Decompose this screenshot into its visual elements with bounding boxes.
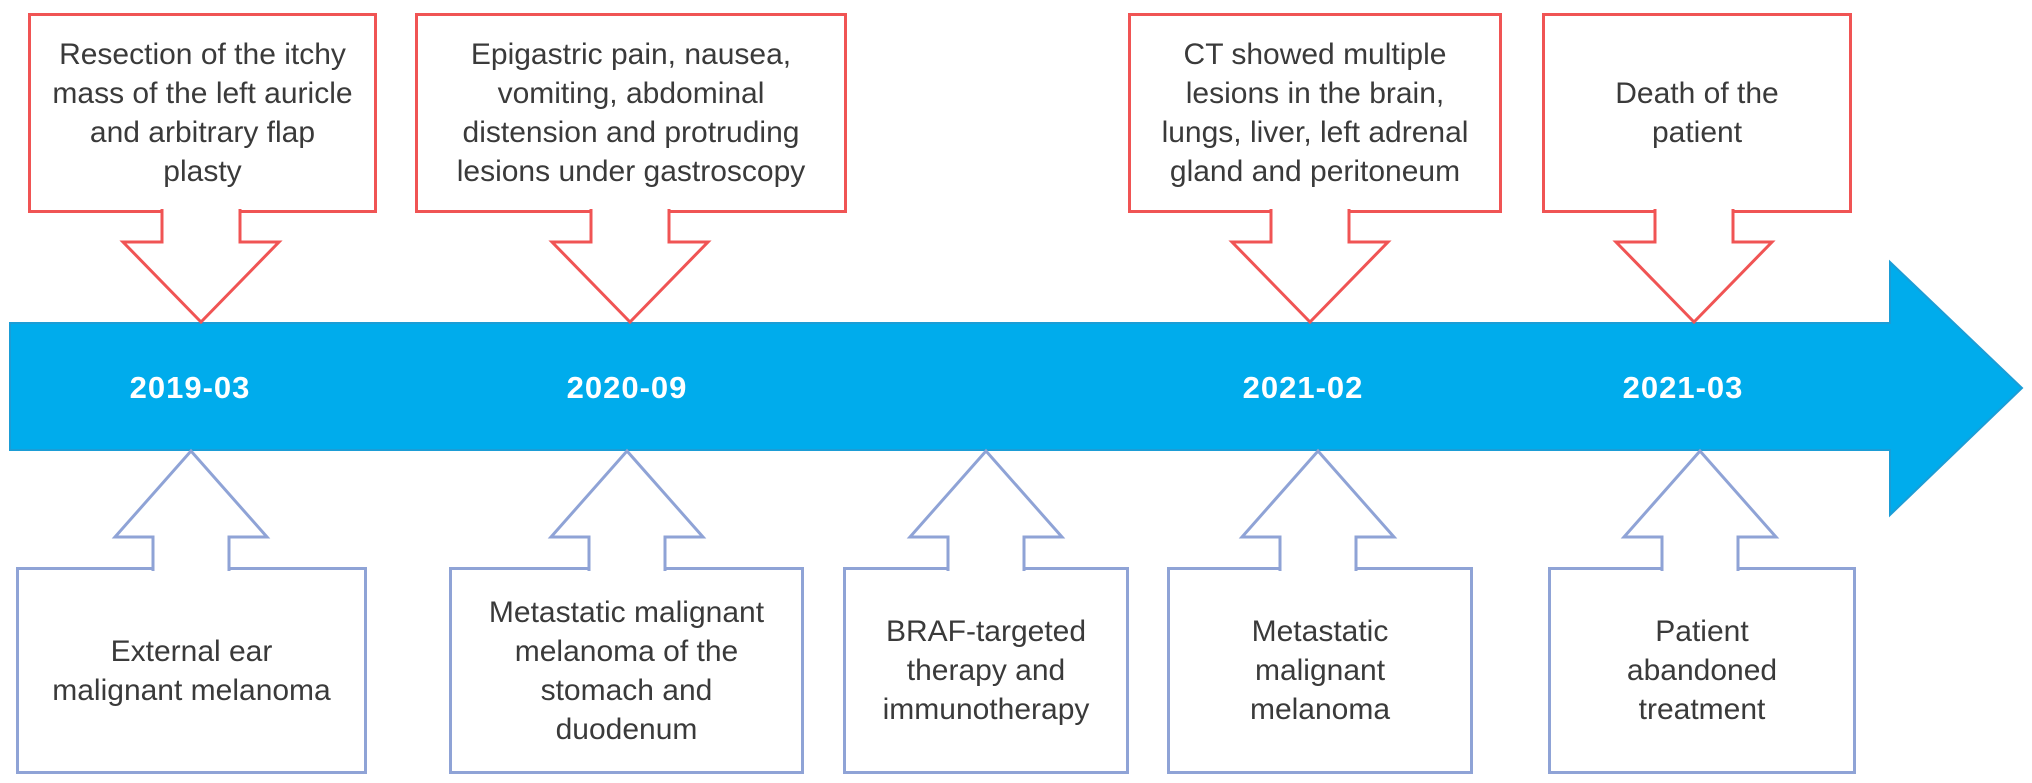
up-arrow-4 xyxy=(1238,448,1398,571)
top-event-text-4: Death of the patient xyxy=(1615,77,1779,149)
up-arrow-3 xyxy=(906,448,1066,571)
bottom-event-text-4: Metastatic malignant melanoma xyxy=(1249,615,1391,726)
bottom-event-text-1: External ear malignant melanoma xyxy=(52,634,331,707)
up-arrow-5 xyxy=(1620,448,1780,571)
bottom-event-box-1: External ear malignant melanoma xyxy=(16,567,367,774)
date-label-1: 2019-03 xyxy=(129,370,251,405)
date-label-2: 2020-09 xyxy=(566,370,688,405)
top-event-box-2: Epigastric pain, nausea, vomiting, abdom… xyxy=(415,13,847,213)
up-arrow-1 xyxy=(111,448,271,571)
down-arrow-4 xyxy=(1612,209,1776,325)
down-arrow-3 xyxy=(1228,209,1392,325)
top-event-box-4: Death of the patient xyxy=(1542,13,1852,213)
bottom-event-text-2: Metastatic malignant melanoma of the sto… xyxy=(488,595,765,746)
top-event-text-3: CT showed multiple lesions in the brain,… xyxy=(1161,38,1469,188)
down-arrow-2 xyxy=(548,209,712,325)
top-event-text-1: Resection of the itchy mass of the left … xyxy=(52,38,353,188)
bottom-event-box-3: BRAF-targeted therapy and immunotherapy xyxy=(843,567,1129,774)
top-event-box-1: Resection of the itchy mass of the left … xyxy=(28,13,377,213)
date-label-3: 2021-02 xyxy=(1242,370,1364,405)
date-label-4: 2021-03 xyxy=(1622,370,1744,405)
bottom-event-box-5: Patient abandoned treatment xyxy=(1548,567,1856,774)
bottom-event-text-3: BRAF-targeted therapy and immunotherapy xyxy=(882,615,1090,726)
bottom-event-box-4: Metastatic malignant melanoma xyxy=(1167,567,1473,774)
up-arrow-2 xyxy=(547,448,707,571)
bottom-event-box-2: Metastatic malignant melanoma of the sto… xyxy=(449,567,804,774)
bottom-event-text-5: Patient abandoned treatment xyxy=(1626,615,1778,726)
top-event-text-2: Epigastric pain, nausea, vomiting, abdom… xyxy=(456,38,806,188)
down-arrow-1 xyxy=(119,209,283,325)
top-event-box-3: CT showed multiple lesions in the brain,… xyxy=(1128,13,1502,213)
